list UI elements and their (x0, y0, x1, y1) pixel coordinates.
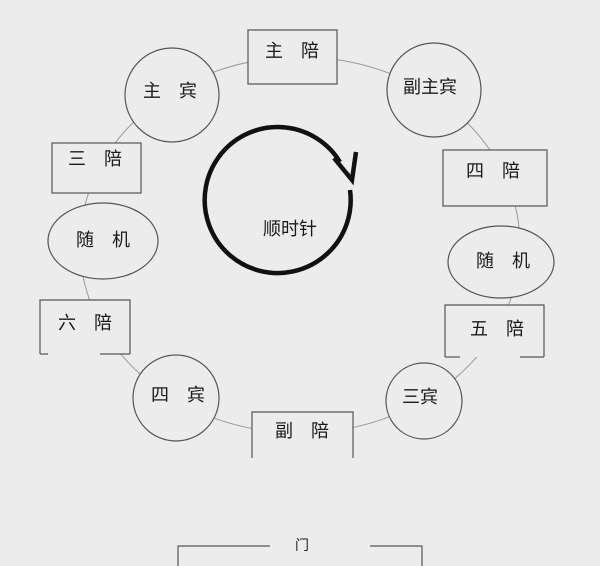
center-label: 顺时针 (263, 219, 317, 240)
seat-third-guest: 三宾 (385, 362, 463, 440)
seat-third-host: 三 陪 (51, 142, 142, 194)
seat-third-host-label: 三 陪 (68, 149, 122, 170)
seat-sixth-host: 六 陪 (39, 299, 131, 355)
seat-fourth-guest: 四 宾 (132, 354, 220, 442)
clockwise-arrow-icon (202, 124, 359, 276)
seat-deputy-main-guest-label: 副主宾 (403, 77, 457, 98)
seat-attendant-right: 随 机 (447, 225, 555, 299)
seat-main-host-label: 主 陪 (265, 41, 319, 62)
seat-host-label: 主 宾 (143, 81, 197, 102)
seat-fifth-host: 五 陪 (444, 304, 545, 358)
seat-attendant-left: 随 机 (47, 202, 159, 280)
door: 门 (177, 538, 423, 566)
seat-fifth-host-label: 五 陪 (470, 319, 524, 340)
seat-deputy-host-label: 副 陪 (275, 421, 329, 442)
seat-deputy-host: 副 陪 (251, 411, 354, 458)
seat-sixth-host-label: 六 陪 (58, 313, 112, 334)
door-label: 门 (295, 538, 309, 554)
seat-deputy-main-guest: 副主宾 (386, 42, 482, 138)
seat-main-host: 主 陪 (247, 29, 338, 85)
seat-fourth-host-label: 四 陪 (466, 161, 520, 182)
seat-host: 主 宾 (124, 47, 220, 143)
seat-fourth-guest-label: 四 宾 (151, 385, 205, 406)
seat-attendant-left-label: 随 机 (76, 230, 130, 251)
seat-attendant-right-label: 随 机 (476, 251, 530, 272)
seat-third-guest-label: 三宾 (402, 387, 438, 408)
seat-fourth-host: 四 陪 (442, 149, 548, 207)
